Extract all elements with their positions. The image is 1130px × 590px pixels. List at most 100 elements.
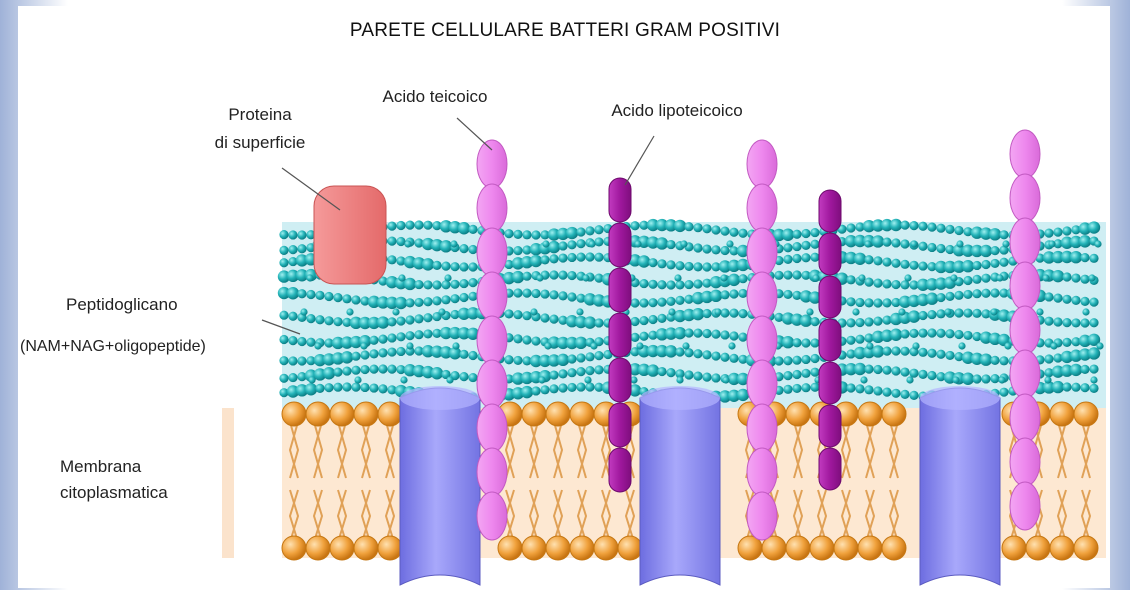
- peptidoglycan-crosslink: [860, 376, 867, 383]
- peptidoglycan-bead: [666, 297, 675, 306]
- peptidoglycan-crosslink: [912, 342, 919, 349]
- peptidoglycan-bead: [990, 288, 999, 297]
- peptidoglycan-bead: [972, 261, 981, 270]
- peptidoglycan-bead: [882, 279, 891, 288]
- peptidoglycan-bead: [693, 262, 702, 271]
- peptidoglycan-bead: [711, 373, 720, 382]
- peptidoglycan-crosslink: [1088, 274, 1095, 281]
- peptidoglycan-bead: [999, 230, 1008, 239]
- peptidoglycan-bead: [990, 374, 999, 383]
- peptidoglycan-bead: [891, 259, 900, 268]
- peptidoglycan-bead: [504, 229, 513, 238]
- lipid-head: [834, 536, 858, 560]
- peptidoglycan-bead: [639, 316, 648, 325]
- peptidoglycan-bead: [1044, 292, 1053, 301]
- peptidoglycan-bead: [882, 366, 891, 375]
- peptidoglycan-crosslink: [346, 308, 353, 315]
- peptidoglycan-bead: [945, 329, 954, 338]
- peptidoglycan-crosslink: [406, 342, 413, 349]
- peptidoglycan-bead: [900, 367, 909, 376]
- peptidoglycan-bead: [702, 244, 711, 253]
- peptidoglycan-bead: [990, 246, 999, 255]
- label-surface-protein-line1: Proteina: [200, 104, 320, 126]
- peptidoglycan-bead: [594, 318, 603, 327]
- peptidoglycan-crosslink: [542, 240, 549, 247]
- peptidoglycan-bead: [801, 369, 810, 378]
- peptidoglycan-bead: [792, 338, 801, 347]
- peptidoglycan-bead: [1080, 383, 1089, 392]
- peptidoglycan-bead: [981, 374, 990, 383]
- peptidoglycan-bead: [297, 356, 306, 365]
- lipid-head: [1050, 536, 1074, 560]
- peptidoglycan-bead: [333, 317, 342, 326]
- peptidoglycan-bead: [1080, 365, 1089, 374]
- lipid-head: [594, 536, 618, 560]
- peptidoglycan-bead: [657, 298, 666, 307]
- peptidoglycan-bead: [854, 363, 866, 375]
- lipid-head: [522, 402, 546, 426]
- peptidoglycan-bead: [1079, 235, 1091, 247]
- lipid-head: [1074, 536, 1098, 560]
- peptidoglycan-bead: [1088, 221, 1100, 233]
- lipoteichoic-acid-unit: [609, 178, 631, 222]
- peptidoglycan-crosslink: [674, 274, 681, 281]
- peptidoglycan-crosslink: [636, 342, 643, 349]
- peptidoglycan-bead: [711, 245, 720, 254]
- peptidoglycan-bead: [297, 289, 306, 298]
- lipoteichoic-acid-unit: [819, 319, 841, 361]
- peptidoglycan-bead: [288, 356, 297, 365]
- lipid-head: [282, 536, 306, 560]
- peptidoglycan-crosslink: [1082, 308, 1089, 315]
- peptidoglycan-crosslink: [806, 308, 813, 315]
- peptidoglycan-bead: [404, 278, 416, 290]
- peptidoglycan-bead: [936, 309, 945, 318]
- peptidoglycan-bead: [918, 328, 927, 337]
- peptidoglycan-bead: [800, 315, 812, 327]
- peptidoglycan-bead: [873, 317, 882, 326]
- peptidoglycan-crosslink: [906, 376, 913, 383]
- lipid-head: [810, 536, 834, 560]
- lipid-head: [522, 536, 546, 560]
- peptidoglycan-bead: [558, 253, 567, 262]
- peptidoglycan-crosslink: [584, 376, 591, 383]
- lipid-head: [786, 402, 810, 426]
- peptidoglycan-crosslink: [1094, 240, 1101, 247]
- lipid-head: [498, 536, 522, 560]
- peptidoglycan-bead: [962, 373, 974, 385]
- peptidoglycan-bead: [396, 332, 405, 341]
- peptidoglycan-bead: [909, 221, 918, 230]
- lipid-head: [378, 536, 402, 560]
- peptidoglycan-bead: [1062, 338, 1071, 347]
- peptidoglycan-bead: [315, 315, 324, 324]
- peptidoglycan-crosslink: [300, 308, 307, 315]
- peptidoglycan-crosslink: [998, 376, 1005, 383]
- peptidoglycan-bead: [657, 314, 666, 323]
- teichoic-acid-unit: [1010, 306, 1040, 354]
- peptidoglycan-bead: [575, 337, 587, 349]
- peptidoglycan-crosslink: [1044, 376, 1051, 383]
- peptidoglycan-crosslink: [536, 274, 543, 281]
- peptidoglycan-bead: [702, 309, 711, 318]
- peptidoglycan-bead: [432, 296, 441, 305]
- peptidoglycan-crosslink: [438, 308, 445, 315]
- peptidoglycan-bead: [702, 262, 711, 271]
- peptidoglycan-bead: [468, 373, 477, 382]
- lipid-head: [354, 402, 378, 426]
- lipoteichoic-acid-unit: [819, 190, 841, 232]
- peptidoglycan-bead: [963, 331, 972, 340]
- peptidoglycan-bead: [387, 222, 396, 231]
- peptidoglycan-bead: [1080, 318, 1089, 327]
- peptidoglycan-bead: [567, 368, 576, 377]
- peptidoglycan-bead: [468, 262, 477, 271]
- peptidoglycan-crosslink: [1002, 240, 1009, 247]
- lipid-head: [330, 402, 354, 426]
- peptidoglycan-crosslink: [582, 274, 589, 281]
- peptidoglycan-bead: [675, 296, 684, 305]
- peptidoglycan-crosslink: [1090, 376, 1097, 383]
- peptidoglycan-bead: [432, 261, 441, 270]
- peptidoglycan-bead: [720, 227, 729, 236]
- peptidoglycan-bead: [440, 240, 452, 252]
- peptidoglycan-bead: [936, 293, 945, 302]
- teichoic-acid-unit: [1010, 130, 1040, 178]
